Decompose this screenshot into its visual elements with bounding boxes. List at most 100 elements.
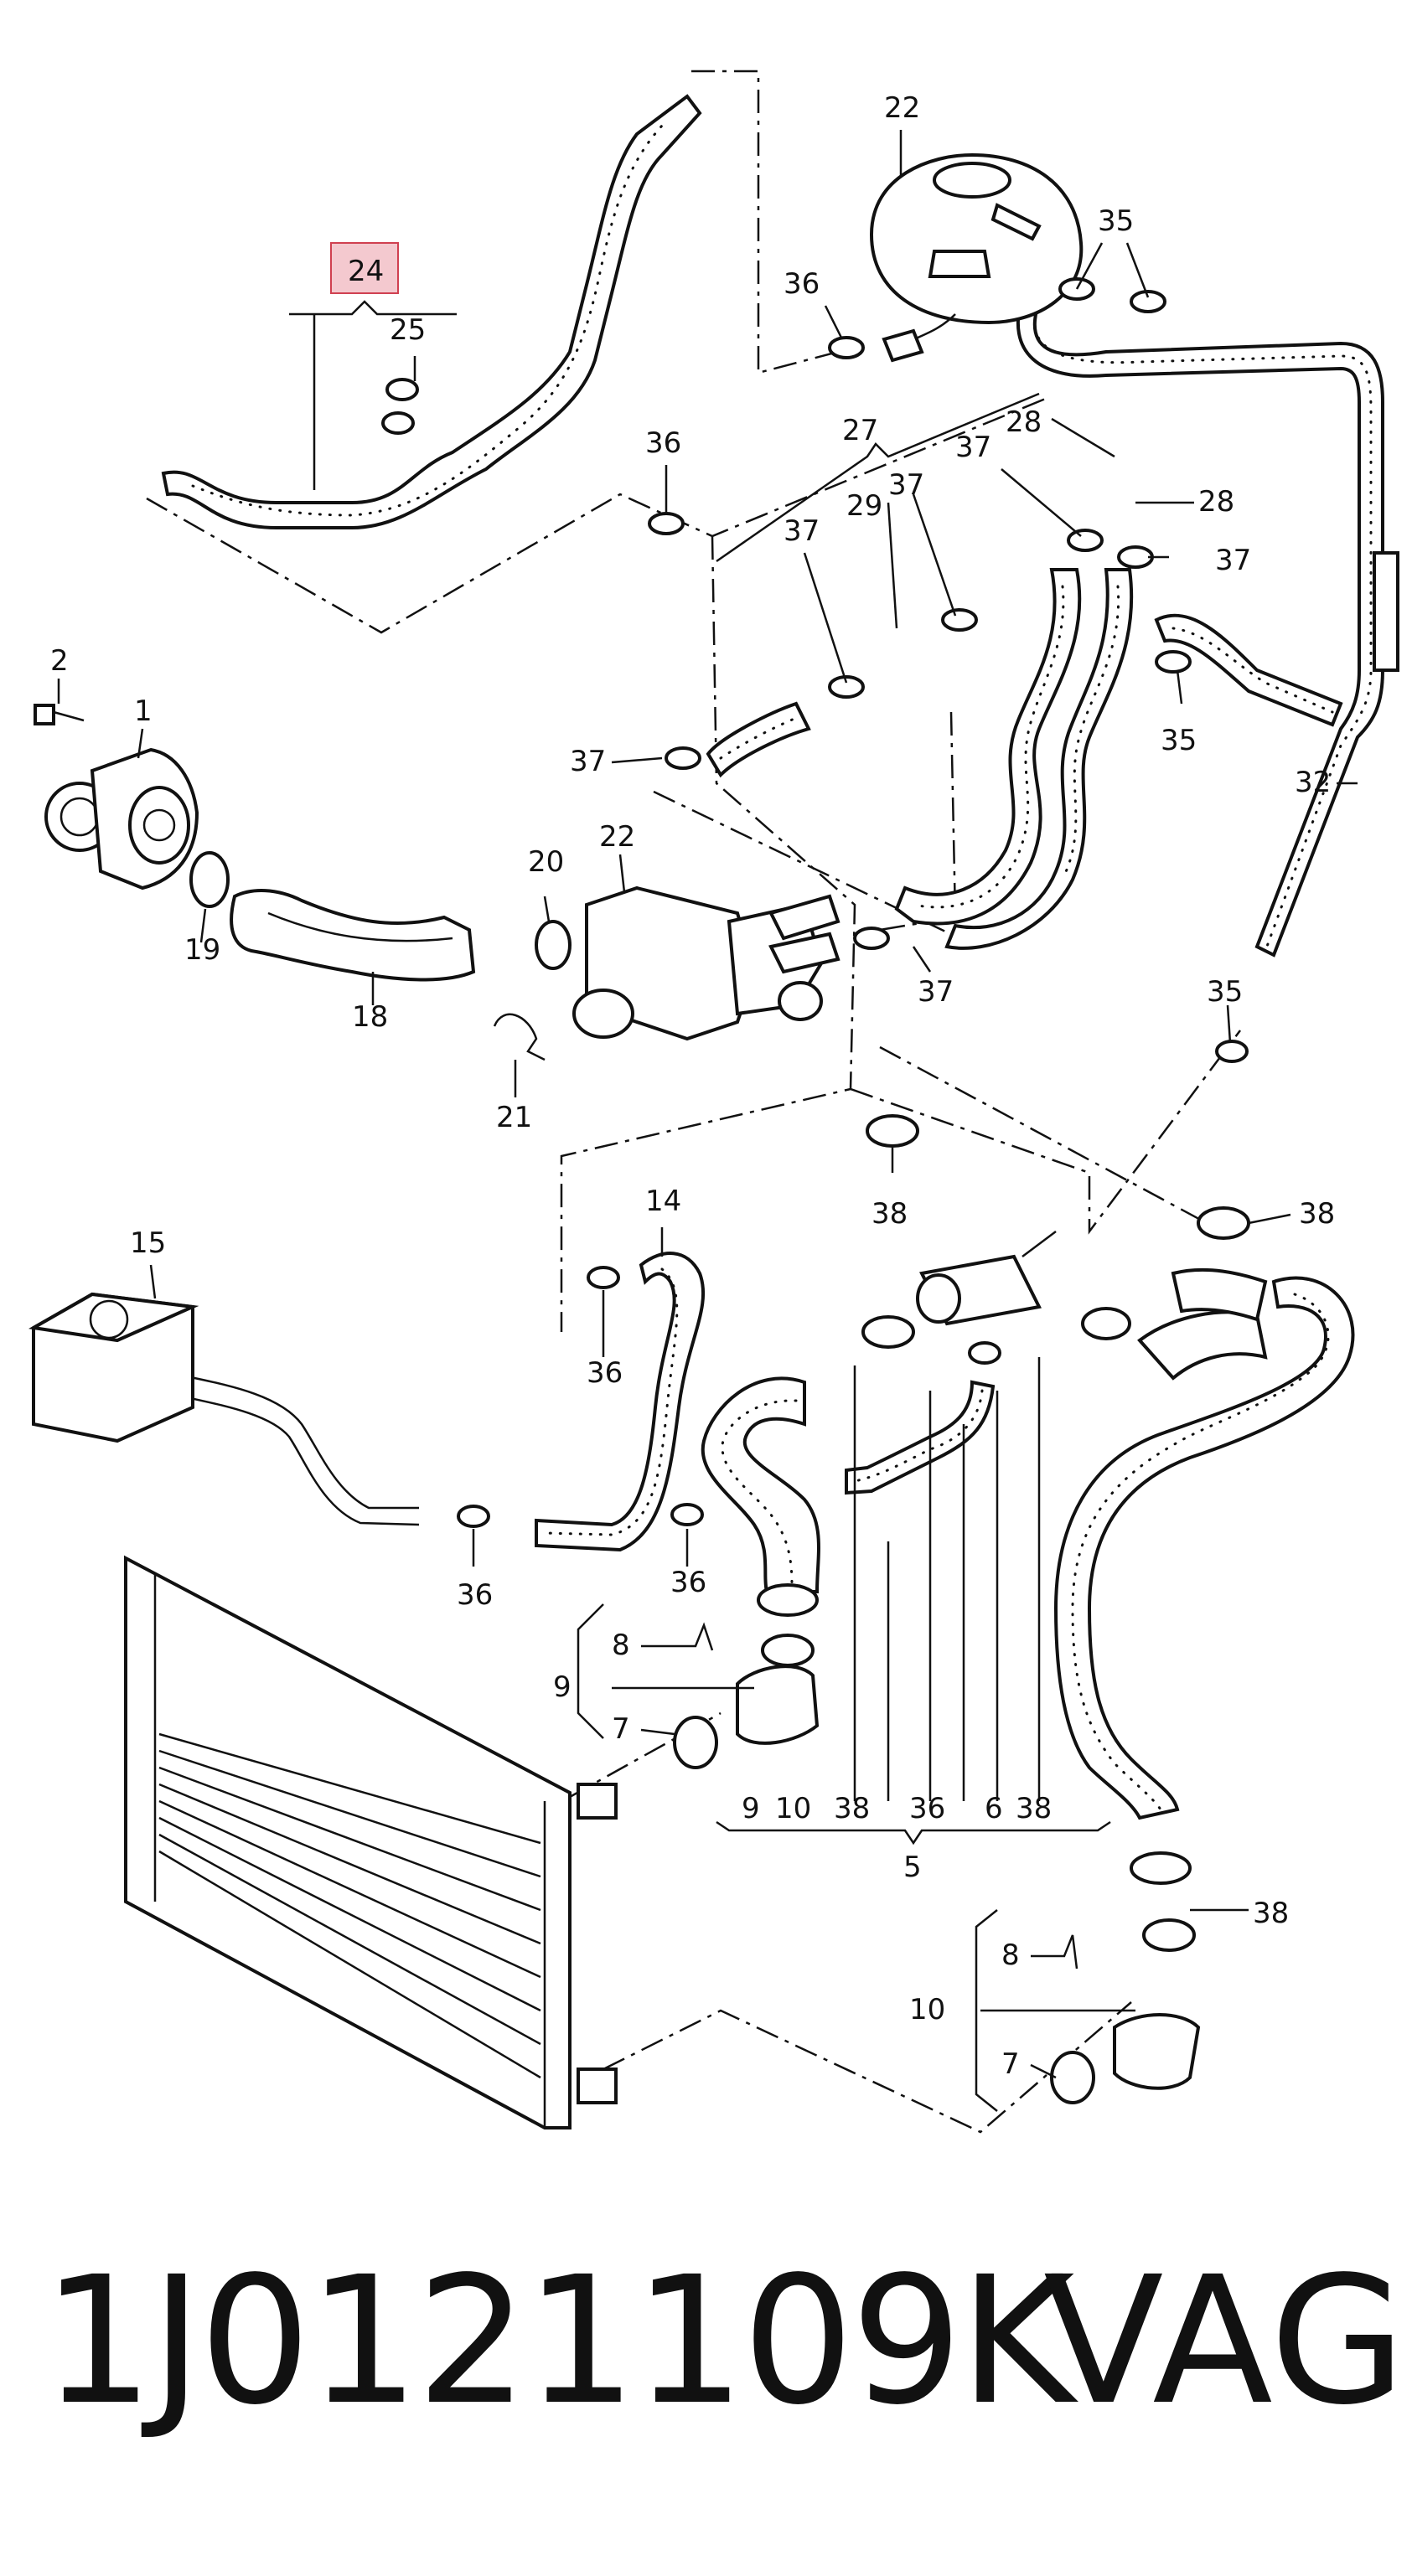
retaining-clip [493,1013,546,1061]
clamp-icon [457,1505,490,1528]
callout-1: 1 [134,694,153,728]
hose-clamps [381,277,1250,1952]
coupling [916,1231,1057,1326]
callout-27: 27 [842,414,878,447]
clamp-icon [866,1114,919,1148]
leader-lines [57,130,1358,2112]
hose-6 [845,1380,996,1495]
callout-8: 8 [1001,1938,1020,1972]
clamp-icon [665,746,701,770]
oil-cooler [28,1292,199,1443]
callout-36: 36 [670,1566,706,1599]
callout-5: 5 [903,1851,922,1884]
expansion-tank [869,152,1084,363]
hose-flange [673,1665,820,1769]
callout-37: 37 [784,514,820,548]
parts [28,152,1201,2129]
clamp-icon [1067,529,1104,552]
clamp-icon [381,411,415,435]
hose-32 [1016,295,1384,958]
callout-37: 37 [1215,544,1251,577]
callout-9: 9 [553,1670,572,1704]
callout-15: 15 [130,1226,166,1260]
callout-28: 28 [1006,405,1042,439]
radiator-fins [158,1732,541,2079]
o-ring [189,851,230,908]
callout-35: 35 [1207,975,1243,1009]
clamp-icon [761,1634,815,1667]
radiator [124,1555,618,2129]
callout-24: 24 [348,255,384,288]
clamp-icon [587,1266,620,1289]
callout-37: 37 [570,745,606,778]
clamp-icon [385,378,419,401]
callout-7: 7 [1001,2047,1020,2081]
clamp-icon [861,1315,915,1349]
callouts: 22 35 36 25 28 27 36 37 28 37 29 37 37 2… [50,91,1335,2081]
callout-38: 38 [1253,1897,1289,1930]
clamp-icon [1215,1040,1249,1063]
hose-14 [535,1252,706,1552]
callout-36: 36 [457,1578,493,1612]
hose-24 [161,94,702,529]
clamp-icon [1197,1206,1250,1240]
clamp-icon [757,1583,819,1617]
callout-19: 19 [184,933,220,967]
clamp-icon [968,1341,1001,1365]
bolt [34,704,85,725]
callout-18: 18 [352,1000,388,1034]
cooling-system-diagram: 24 22 35 36 25 28 27 36 37 28 37 29 37 3… [28,70,1399,2134]
clamp-icon [1130,290,1166,313]
callout-9: 9 [742,1792,760,1825]
clamp-icon [941,608,978,632]
callout-2: 2 [50,644,69,678]
clamp-icon [670,1503,704,1526]
callout-21: 21 [496,1101,532,1134]
clamp-icon [648,512,685,535]
callout-25: 25 [390,313,426,347]
callout-20: 20 [528,845,564,879]
clamp-icon [1142,1918,1196,1952]
hose-flange [1050,2013,1201,2104]
hose-15-pipes [175,1372,419,1510]
callout-38: 38 [834,1792,870,1825]
callout-35: 35 [1161,724,1197,757]
callout-32: 32 [1295,766,1331,799]
part-number: 1J0121109K [42,2238,1075,2444]
callout-10: 10 [909,1993,945,2026]
clamp-icon [828,675,865,699]
callout-8: 8 [612,1629,630,1662]
callout-35: 35 [1098,204,1134,238]
callout-36: 36 [784,267,820,301]
callout-38: 38 [1299,1197,1335,1231]
callout-28: 28 [1198,485,1234,519]
clamp-icon [1081,1307,1131,1340]
callout-22: 22 [884,91,920,125]
callout-10: 10 [775,1792,811,1825]
hose-10 [1053,1276,1355,1820]
callout-37: 37 [888,468,924,502]
clamp-icon [1155,650,1192,674]
callout-22: 22 [599,820,635,854]
callout-36: 36 [587,1356,623,1390]
hose-18 [230,889,476,982]
callout-29: 29 [846,489,882,523]
o-ring [535,920,572,970]
callout-37: 37 [918,975,954,1009]
clamp-icon [1130,1851,1192,1885]
clamp-icon [853,927,890,950]
highlight-box [330,242,399,294]
callout-6: 6 [985,1792,1003,1825]
callout-37: 37 [955,431,991,464]
callout-7: 7 [612,1712,630,1746]
callout-38: 38 [872,1197,908,1231]
brand-name: VAG [1043,2238,1406,2444]
thermostat-housing [572,885,840,1041]
water-pump [44,747,199,891]
hose-27 [894,568,1082,926]
hose-9 [701,1376,820,1593]
callout-38: 38 [1016,1792,1052,1825]
callout-36: 36 [645,426,681,460]
callout-36: 36 [909,1792,945,1825]
clamp-icon [828,336,865,359]
